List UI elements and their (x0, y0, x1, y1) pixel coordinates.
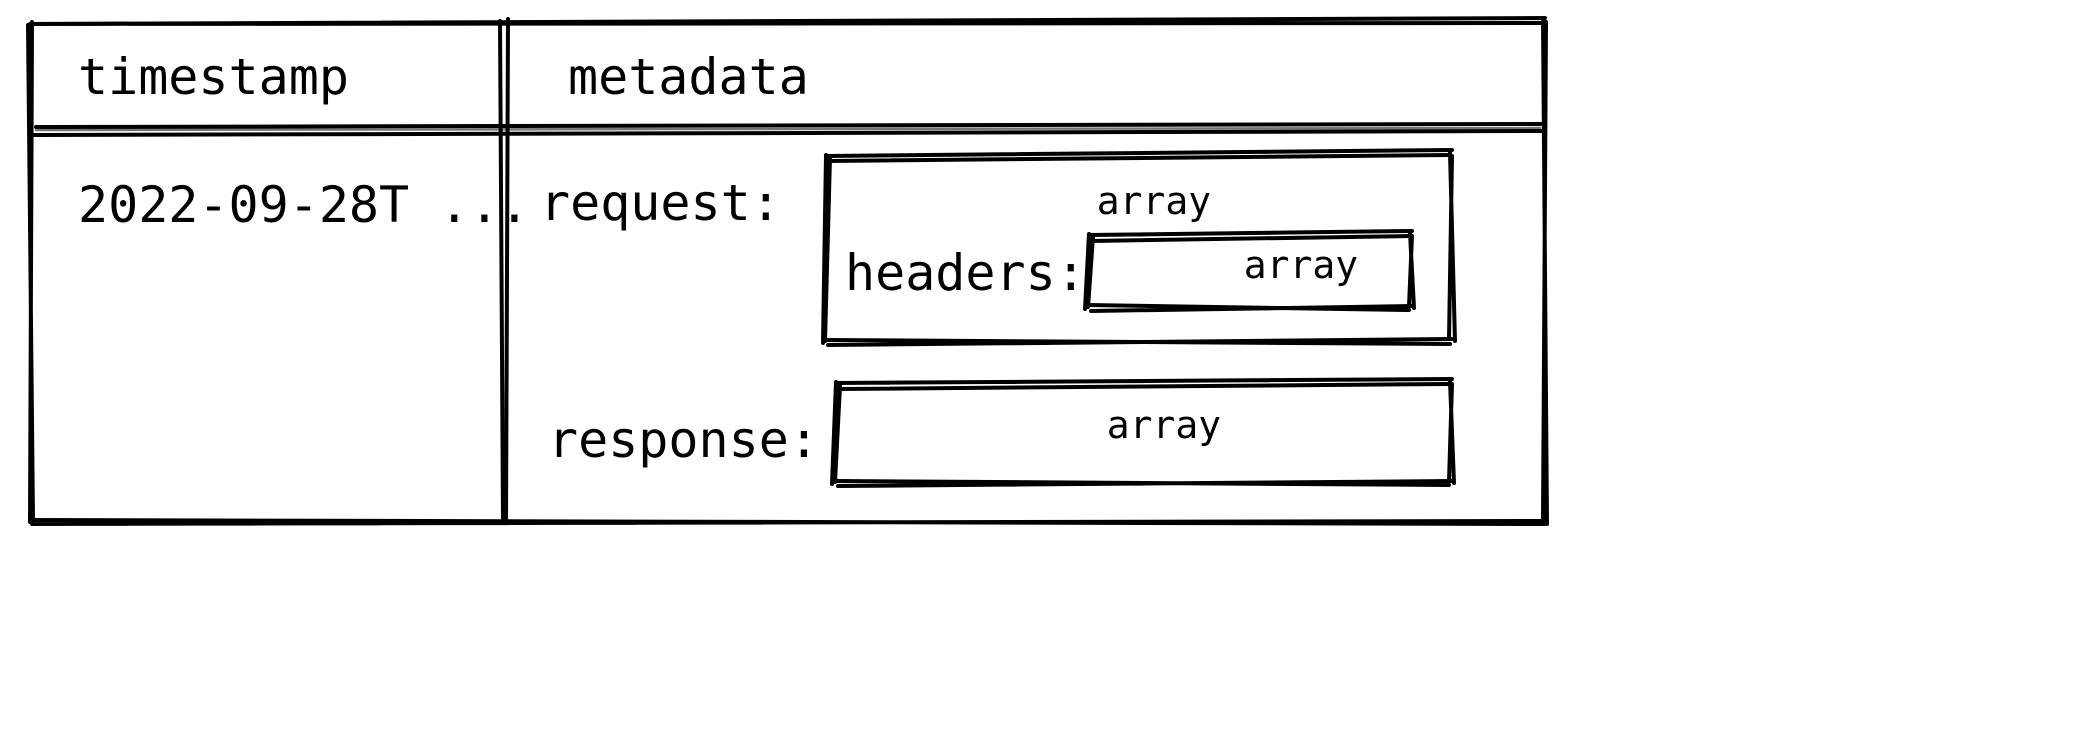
timestamp-value: 2022-09-28T ... (78, 176, 530, 234)
type-label-request-array: array (1096, 179, 1212, 223)
type-label-response-array: array (1106, 403, 1222, 447)
field-label-response: response: (548, 411, 819, 469)
field-label-headers: headers: (845, 244, 1086, 302)
type-label-headers-array: array (1243, 243, 1359, 287)
column-header-metadata: metadata (568, 48, 809, 106)
field-label-request: request: (540, 174, 781, 232)
column-header-timestamp: timestamp (78, 48, 349, 106)
